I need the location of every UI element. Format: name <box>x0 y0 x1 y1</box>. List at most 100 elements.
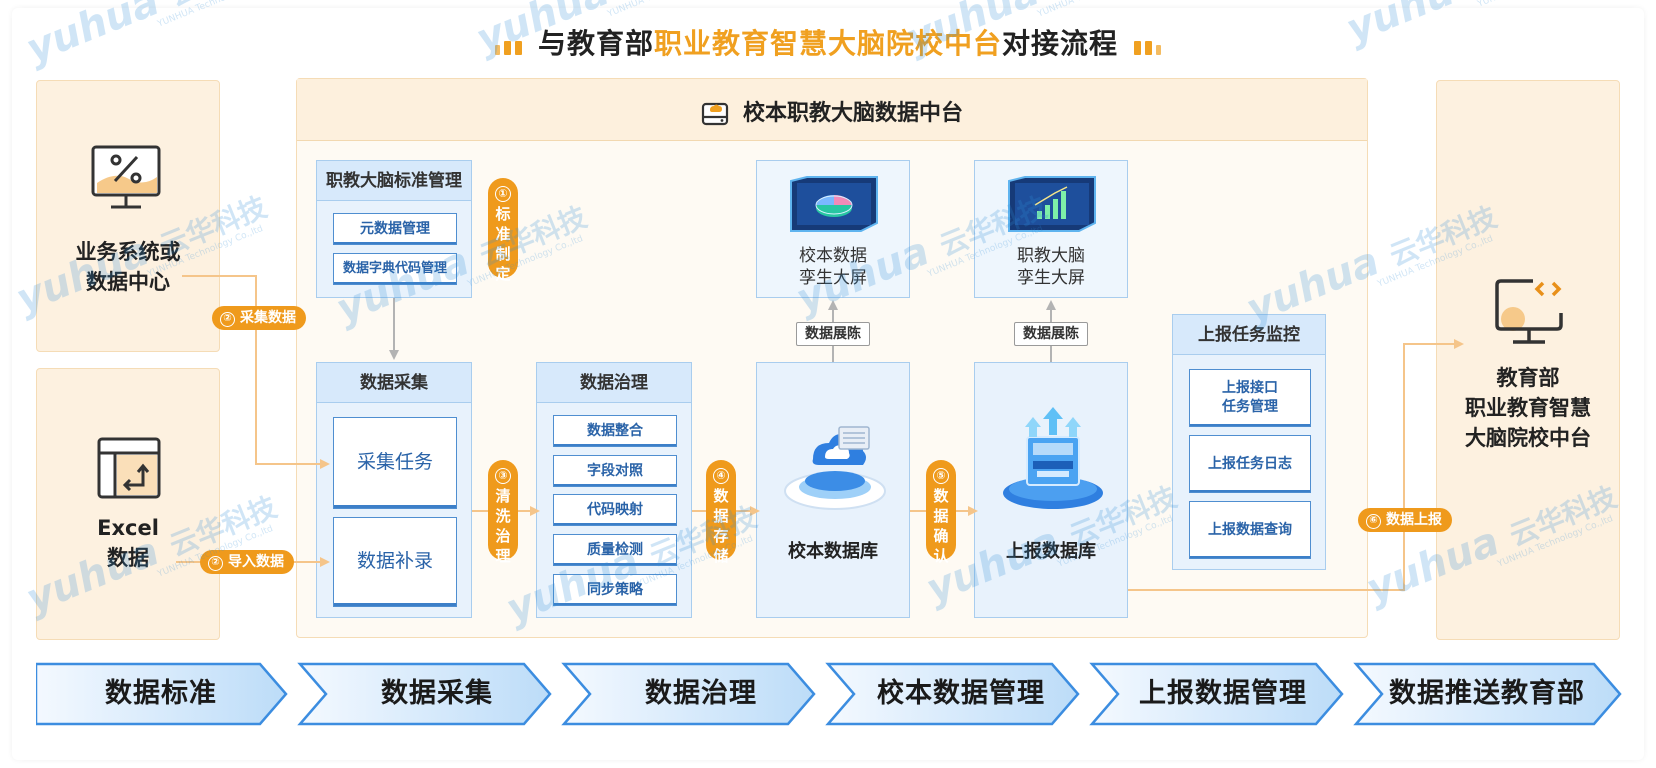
stage-data-standard: 数据标准 <box>105 678 217 709</box>
school-screen-line2: 孪生大屏 <box>799 268 867 288</box>
cloud-database-icon <box>779 417 891 517</box>
database-cloud-icon <box>701 98 729 132</box>
standard-mgmt-title: 职教大脑标准管理 <box>317 161 471 201</box>
code-mapping-chip[interactable]: 代码映射 <box>553 494 677 526</box>
step3-num: ③ <box>495 468 511 484</box>
dictionary-code-mgmt-chip[interactable]: 数据字典代码管理 <box>333 253 457 285</box>
report-interface-task-chip[interactable]: 上报接口 任务管理 <box>1189 369 1311 427</box>
step2-collect-pill: ② 采集数据 <box>212 306 306 330</box>
step2a-num: ② <box>220 312 235 327</box>
step4-char: 储 <box>713 547 729 565</box>
business-label-line2: 数据中心 <box>86 270 170 294</box>
step2-import-pill: ② 导入数据 <box>200 550 294 574</box>
school-db-label: 校本数据库 <box>788 541 878 562</box>
bar-chart-screen-icon <box>1005 175 1099 237</box>
code-monitor-icon <box>1493 275 1565 351</box>
collect-task-chip[interactable]: 采集任务 <box>333 417 457 509</box>
step2b-num: ② <box>208 556 223 571</box>
step4-char: 存 <box>713 527 729 545</box>
step3-char: 洗 <box>495 507 511 525</box>
report-database-box: 上报数据库 <box>974 362 1128 618</box>
dest-label-line3: 大脑院校中台 <box>1465 426 1591 450</box>
platform-title: 校本职教大脑数据中台 <box>297 95 1367 132</box>
step5-char: 据 <box>933 507 949 525</box>
brain-twin-screen-box: 职教大脑 孪生大屏 <box>974 160 1128 298</box>
report-db-label: 上报数据库 <box>1006 541 1096 562</box>
data-integration-chip[interactable]: 数据整合 <box>553 415 677 447</box>
excel-label-line2: 数据 <box>107 546 149 570</box>
step5-num: ⑤ <box>933 468 949 484</box>
step5-char: 认 <box>933 547 949 565</box>
step5-char: 数 <box>933 487 949 505</box>
stage-report-data-mgmt: 上报数据管理 <box>1139 678 1307 709</box>
school-display-tag: 数据展陈 <box>796 322 870 346</box>
upload-server-icon <box>997 403 1109 519</box>
step2b-label: 导入数据 <box>228 554 284 570</box>
stage-chevron <box>297 662 552 726</box>
step4-char: 数 <box>713 487 729 505</box>
step6-num: ⑥ <box>1366 514 1381 529</box>
stage-chevron <box>1353 662 1622 726</box>
field-mapping-chip[interactable]: 字段对照 <box>553 455 677 487</box>
brain-screen-line2: 孪生大屏 <box>1017 268 1085 288</box>
brain-screen-line1: 职教大脑 <box>1017 246 1085 266</box>
collection-box: 数据采集 采集任务 数据补录 <box>316 362 472 618</box>
title-part1: 与教育部 <box>537 27 654 60</box>
step1-char: 准 <box>495 225 511 243</box>
brain-display-tag: 数据展陈 <box>1014 322 1088 346</box>
quality-check-chip[interactable]: 质量检测 <box>553 534 677 566</box>
report-monitor-box: 上报任务监控 上报接口 任务管理 上报任务日志 上报数据查询 <box>1172 314 1326 570</box>
stage-arrows <box>36 662 1622 726</box>
business-label-line1: 业务系统或 <box>75 240 181 264</box>
dest-label-line1: 教育部 <box>1496 366 1560 390</box>
report-data-query-chip[interactable]: 上报数据查询 <box>1189 501 1311 559</box>
step1-char: 制 <box>495 245 511 263</box>
title-highlight: 职业教育智慧大脑院校中台 <box>653 27 1002 60</box>
stage-chevron <box>36 662 288 726</box>
step1-char: 定 <box>495 265 511 283</box>
stage-chevron <box>825 662 1080 726</box>
platform-header: 校本职教大脑数据中台 <box>297 79 1367 141</box>
moe-destination-panel: 教育部 职业教育智慧 大脑院校中台 <box>1436 80 1620 640</box>
step1-standard-pill: ① 标 准 制 定 <box>488 178 518 283</box>
stage-bar: 数据标准 数据采集 数据治理 校本数据管理 上报数据管理 数据推送教育部 <box>36 662 1622 726</box>
report-monitor-title: 上报任务监控 <box>1173 315 1325 355</box>
platform-title-text: 校本职教大脑数据中台 <box>742 101 963 126</box>
governance-box: 数据治理 数据整合 字段对照 代码映射 质量检测 同步策略 <box>536 362 692 618</box>
step3-char: 理 <box>495 547 511 565</box>
step1-num: ① <box>495 186 511 202</box>
step2a-label: 采集数据 <box>240 310 296 326</box>
sync-strategy-chip[interactable]: 同步策略 <box>553 574 677 606</box>
step6-label: 数据上报 <box>1386 512 1442 528</box>
school-screen-line1: 校本数据 <box>799 246 867 266</box>
title-deco-left <box>493 29 524 62</box>
report-interface-line1: 上报接口 <box>1222 380 1278 396</box>
report-task-log-chip[interactable]: 上报任务日志 <box>1189 435 1311 493</box>
excel-panel: Excel 数据 <box>36 368 220 640</box>
data-supplement-chip[interactable]: 数据补录 <box>333 517 457 607</box>
standard-mgmt-box: 职教大脑标准管理 元数据管理 数据字典代码管理 <box>316 160 472 298</box>
title-deco-right <box>1132 29 1163 62</box>
step3-clean-pill: ③ 清 洗 治 理 <box>488 460 518 565</box>
stage-chevron <box>561 662 816 726</box>
step4-store-pill: ④ 数 据 存 储 <box>706 460 736 565</box>
stage-school-data-mgmt: 校本数据管理 <box>877 678 1045 709</box>
page-title: 与教育部职业教育智慧大脑院校中台对接流程 <box>0 22 1656 62</box>
step4-char: 据 <box>713 507 729 525</box>
collection-title: 数据采集 <box>317 363 471 403</box>
dest-label-line2: 职业教育智慧 <box>1465 396 1591 420</box>
governance-title: 数据治理 <box>537 363 691 403</box>
stage-data-governance: 数据治理 <box>645 678 757 709</box>
step3-char: 治 <box>495 527 511 545</box>
step3-char: 清 <box>495 487 511 505</box>
stage-data-collection: 数据采集 <box>381 678 493 709</box>
school-database-box: 校本数据库 <box>756 362 910 618</box>
metadata-mgmt-chip[interactable]: 元数据管理 <box>333 213 457 245</box>
title-part3: 对接流程 <box>1002 27 1119 60</box>
business-system-panel: 业务系统或 数据中心 <box>36 80 220 352</box>
school-twin-screen-box: 校本数据 孪生大屏 <box>756 160 910 298</box>
spreadsheet-icon <box>95 435 163 505</box>
step5-char: 确 <box>933 527 949 545</box>
stage-push-moe: 数据推送教育部 <box>1389 678 1585 709</box>
